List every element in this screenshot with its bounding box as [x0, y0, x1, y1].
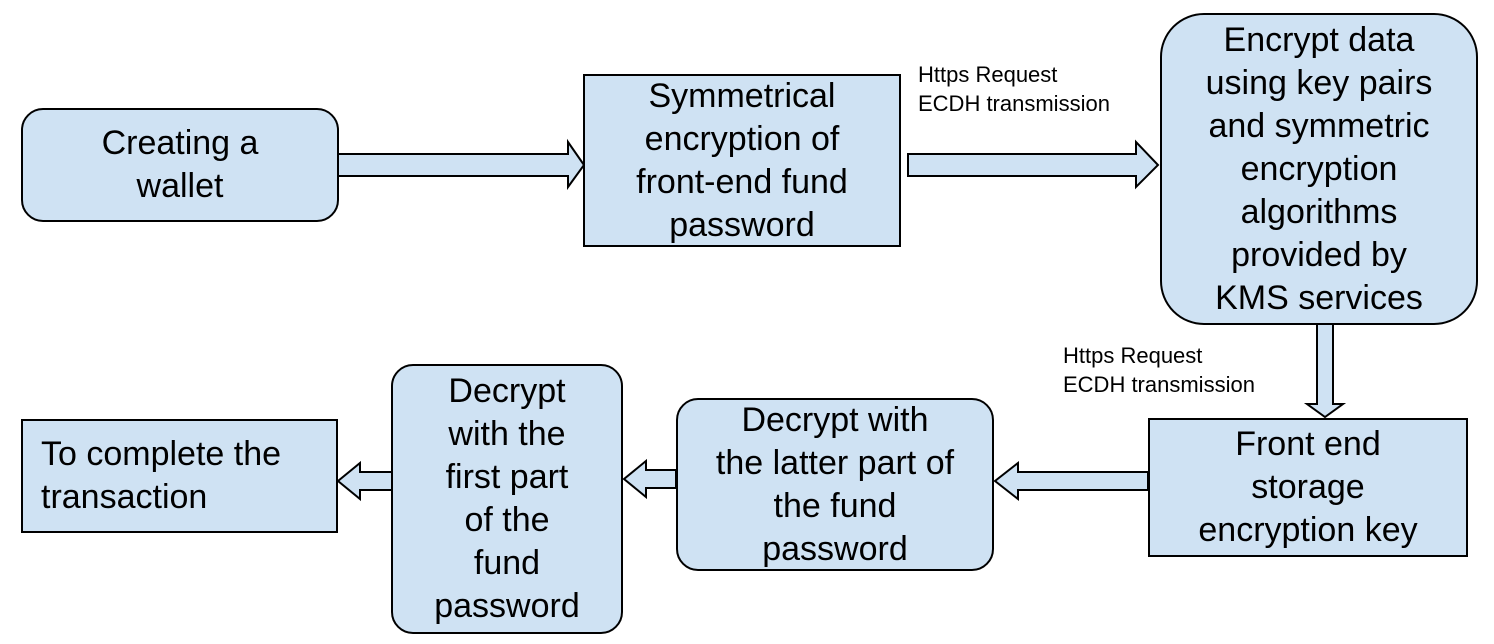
node-symmetric-encryption-label: Symmetrical encryption of front-end fund… — [636, 76, 848, 244]
node-create-wallet: Creating a wallet — [21, 108, 339, 222]
node-kms-encrypt-label: Encrypt data using key pairs and symmetr… — [1205, 20, 1433, 317]
arrow-storage-to-decrypt-latter — [993, 460, 1149, 502]
edge-label-to-kms: Https Request ECDH transmission — [918, 62, 1110, 116]
edge-label-to-storage: Https Request ECDH transmission — [1063, 343, 1255, 397]
node-decrypt-latter-label: Decrypt with the latter part of the fund… — [715, 400, 955, 568]
arrow-kms-to-storage — [1303, 323, 1347, 419]
node-front-end-storage: Front end storage encryption key — [1148, 418, 1468, 557]
node-decrypt-latter: Decrypt with the latter part of the fund… — [676, 398, 994, 571]
node-front-end-storage-label: Front end storage encryption key — [1198, 425, 1418, 549]
node-decrypt-first-label: Decrypt with the first part of the fund … — [434, 372, 580, 625]
arrow-symmetric-to-kms — [907, 139, 1160, 190]
node-complete-transaction: To complete the transaction — [21, 419, 338, 533]
node-create-wallet-label: Creating a wallet — [101, 124, 259, 205]
node-complete-transaction-label: To complete the transaction — [41, 435, 282, 516]
node-kms-encrypt: Encrypt data using key pairs and symmetr… — [1160, 13, 1478, 325]
node-decrypt-first: Decrypt with the first part of the fund … — [391, 364, 623, 634]
arrow-wallet-to-symmetric — [337, 138, 586, 191]
node-symmetric-encryption: Symmetrical encryption of front-end fund… — [583, 74, 901, 247]
arrow-decrypt-latter-to-first — [622, 458, 677, 500]
arrow-decrypt-first-to-complete — [336, 460, 393, 502]
